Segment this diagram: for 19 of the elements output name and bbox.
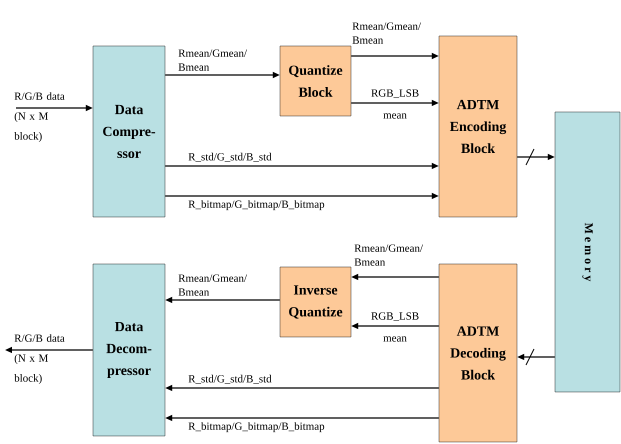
edge-label: RGB_LSB mean — [371, 89, 419, 119]
edge-label: R_std/G_std/B_std — [188, 152, 272, 162]
edge-label: Rmean/Gmean/ Bmean — [178, 50, 247, 71]
edge-label: RGB_LSB mean — [371, 312, 419, 342]
process-box: ADTM Encoding Block — [438, 36, 518, 218]
process-box: ADTM Decoding Block — [438, 264, 518, 442]
edge-label: Rmean/Gmean/ Bmean — [352, 22, 421, 44]
edge-label: R_bitmap/G_bitmap/B_bitmap — [188, 422, 324, 432]
edge-label: R_std/G_std/B_std — [188, 374, 272, 384]
process-box: Quantize Block — [280, 46, 352, 116]
edge-label: R_bitmap/G_bitmap/B_bitmap — [188, 200, 324, 210]
process-box: Inverse Quantize — [280, 266, 352, 338]
process-box: Data Decom- pressor — [92, 264, 166, 436]
edge-label: R/G/B data (N x M block) — [14, 334, 65, 384]
process-box: Data Compre- ssor — [92, 46, 166, 218]
edge-label: Rmean/Gmean/ Bmean — [354, 244, 423, 266]
edge-label: R/G/B data (N x M block) — [14, 92, 65, 142]
edge-label: Rmean/Gmean/ Bmean — [178, 274, 247, 296]
memory-box: M e m o r y — [554, 112, 620, 392]
